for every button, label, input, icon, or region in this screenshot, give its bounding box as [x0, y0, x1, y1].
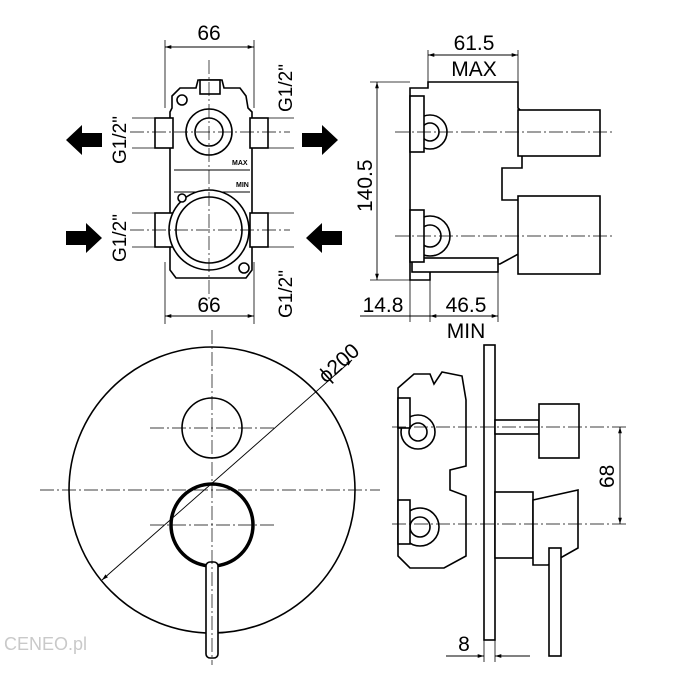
upper-spindle-max: [517, 109, 601, 157]
inlet-arrow-icon: [66, 223, 102, 253]
outlet-arrow-icon: [302, 125, 338, 155]
diameter-dimension: ϕ200: [314, 339, 364, 387]
plate-thickness-dimension: 8: [458, 633, 470, 656]
top-width-dimension: 66: [197, 22, 220, 45]
thread-lower-left-label: G1/2": [110, 214, 131, 262]
diverter-knob-side: [538, 403, 580, 459]
offset-dimension: 14.8: [363, 294, 404, 317]
inlet-arrow-icon: [306, 223, 342, 253]
outlet-arrow-icon: [66, 125, 102, 155]
upper-right-port: [249, 117, 269, 149]
thread-lower-right-label: G1/2": [276, 270, 297, 318]
body-front-view: 66 66 MAX MIN: [66, 22, 342, 324]
installed-side-view: 68 8: [392, 344, 628, 662]
watermark: CENEO.pl: [4, 634, 87, 654]
spacing-dimension: 68: [596, 465, 619, 488]
height-dimension: 140.5: [354, 159, 377, 212]
thread-upper-left-label: G1/2": [110, 116, 131, 164]
front-plate-view: ϕ200: [40, 330, 380, 665]
mixer-lever-side: [548, 547, 562, 657]
max-label: MAX: [451, 58, 497, 81]
body-side-view: 61.5 MAX 140.5 14.8 46.5 MIN: [354, 32, 612, 343]
body-min-mark: MIN: [236, 182, 249, 189]
max-depth-dimension: 61.5: [454, 32, 495, 55]
upper-left-port: [154, 117, 174, 149]
body-max-mark: MAX: [232, 160, 248, 167]
lower-spindle-max: [517, 195, 601, 275]
mixer-handle-side: [532, 489, 579, 566]
min-depth-dimension: 46.5: [446, 294, 487, 317]
thread-upper-right-label: G1/2": [276, 64, 297, 112]
min-label: MIN: [447, 320, 486, 343]
cover-plate-edge: [483, 344, 496, 641]
bottom-width-dimension: 66: [197, 294, 220, 317]
